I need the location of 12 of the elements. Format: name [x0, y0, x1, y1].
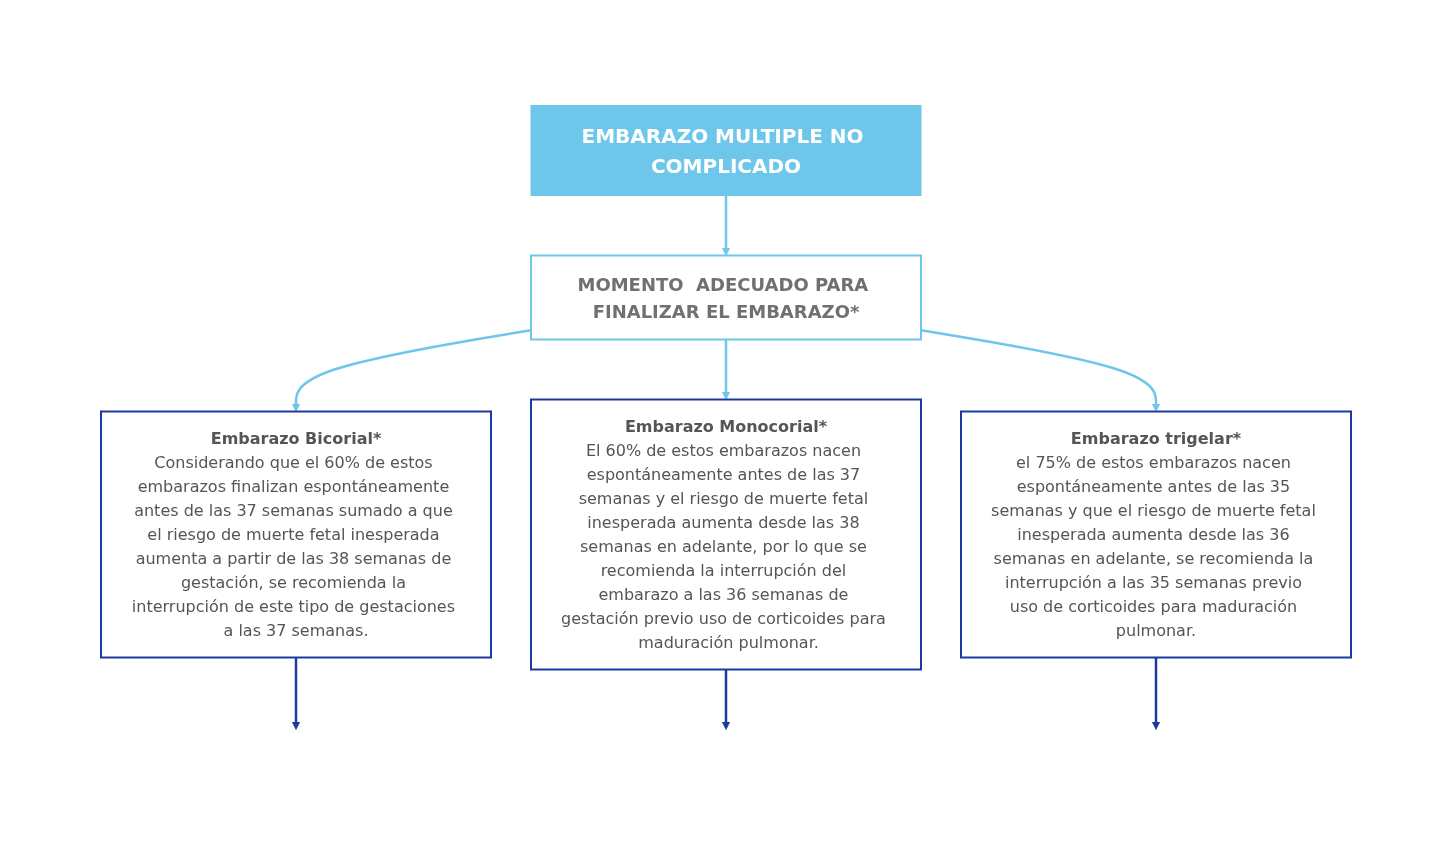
arrow	[721, 195, 730, 256]
arrow	[920, 328, 1160, 412]
node-box: Embarazo Bicorial* Considerando que el 60% de estos embarazos finalizan espontáneamente antes de las 37 semanas sumado a que el riesgo de muerte fetal inesperada aumenta a partir de las 38 semanas de gestación, se recomienda la interrupción de este tipo de gestaciones a las 37 semanas.	[99, 410, 492, 659]
arrow	[291, 328, 531, 412]
node-box: MOMENTO ADECUADO PARA FINALIZAR EL EMBARAZO*	[529, 254, 922, 341]
node-box: Embarazo trigelar* el 75% de estos embarazos nacen espontáneamente antes de las 35 semanas y que el riesgo de muerte fetal inesperada aumenta desde las 36 semanas en adelante, se recomienda la interrupción a las 35 semanas previo uso de corticoides para maduración pulmonar.	[959, 410, 1352, 659]
arrow	[721, 339, 730, 400]
node-box: Embarazo Monocorial* El 60% de estos embarazos nacen espontáneamente antes de las 37 semanas y el riesgo de muerte fetal inesperada aumenta desde las 38 semanas en adelante, por lo que se recomienda la interrupción del embarazo a las 36 semanas de gestación previo uso de corticoides para maduración pulmonar.	[529, 398, 922, 671]
arrow	[721, 669, 730, 730]
arrow	[291, 657, 300, 730]
node-box: EMBARAZO MULTIPLE NO COMPLICADO	[530, 105, 921, 196]
arrow	[1151, 657, 1160, 730]
